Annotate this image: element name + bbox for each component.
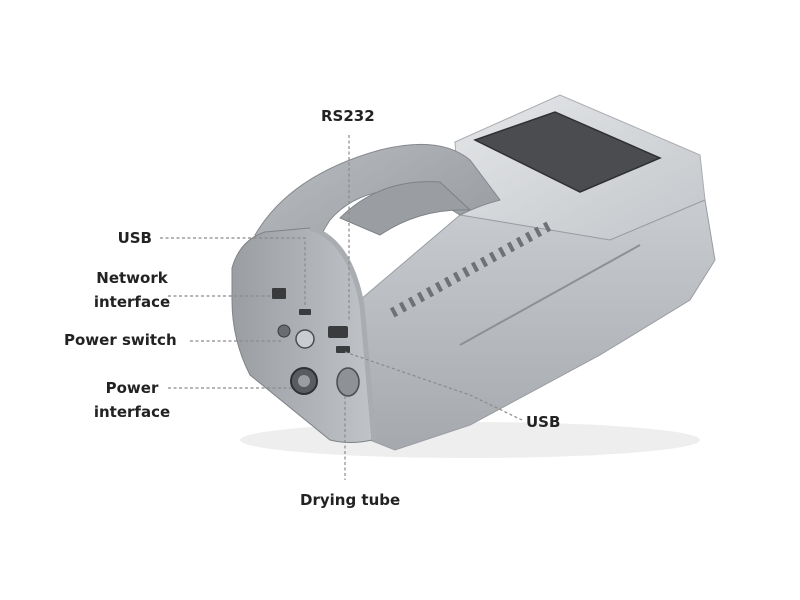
ventilation-slots bbox=[389, 221, 552, 318]
label-usb-left: USB bbox=[117, 229, 152, 247]
usb-port-bottom bbox=[336, 346, 350, 353]
usb-port-top bbox=[299, 309, 311, 315]
label-rs232: RS232 bbox=[321, 107, 375, 125]
device-side-panel bbox=[359, 199, 716, 451]
label-power-interface-line1: Power bbox=[105, 379, 159, 397]
display-screen bbox=[473, 111, 662, 193]
side-groove bbox=[459, 244, 641, 346]
label-network-line2: interface bbox=[93, 293, 171, 311]
label-network-interface: Network interface bbox=[72, 266, 192, 314]
drying-tube-cap bbox=[336, 367, 360, 397]
network-port bbox=[272, 288, 286, 299]
power-switch bbox=[277, 324, 291, 338]
leader-usb-right bbox=[344, 351, 523, 421]
leader-lines bbox=[160, 135, 523, 480]
rs232-port bbox=[328, 326, 348, 338]
label-power-interface-line2: interface bbox=[93, 403, 171, 421]
label-network-line1: Network bbox=[96, 269, 168, 287]
label-usb-right: USB bbox=[526, 413, 561, 431]
front-face-rim bbox=[309, 225, 377, 441]
label-power-interface: Power interface bbox=[82, 376, 182, 424]
label-drying-tube: Drying tube bbox=[300, 491, 401, 509]
power-connector-pin bbox=[298, 375, 310, 387]
device-shadow bbox=[240, 422, 700, 458]
power-button bbox=[295, 329, 315, 349]
leader-usb-left bbox=[160, 237, 306, 306]
label-power-switch: Power switch bbox=[64, 331, 177, 349]
handle-recess bbox=[339, 181, 472, 236]
